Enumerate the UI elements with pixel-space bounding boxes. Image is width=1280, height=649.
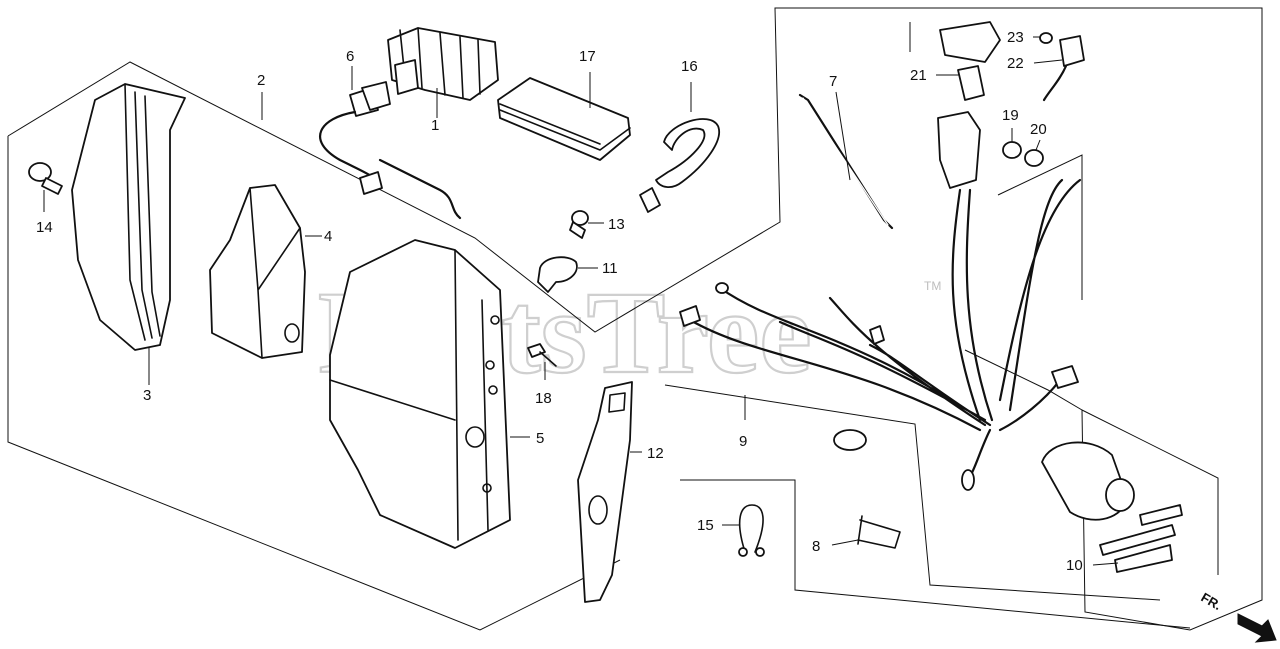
callout-23: 23 [1007, 29, 1024, 46]
callout-3: 3 [143, 387, 151, 404]
bolt-18 [527, 343, 557, 367]
band-16 [639, 118, 720, 213]
clip-15 [738, 504, 765, 557]
nut-19 [1002, 141, 1022, 159]
sub-harness [319, 81, 462, 220]
wire-group-outline [997, 154, 1083, 300]
plate-12 [577, 381, 633, 603]
main-harness [679, 178, 1082, 491]
group-outlines [7, 7, 1263, 631]
callout-17: 17 [579, 48, 596, 65]
callout-19: 19 [1002, 107, 1019, 124]
callout-12: 12 [647, 445, 664, 462]
harness-group-outline [664, 384, 1161, 601]
bracket-4 [209, 184, 306, 359]
front-arrow-icon [1237, 613, 1277, 643]
washer-23 [1039, 32, 1053, 44]
band-clamp-8 [857, 515, 901, 549]
clip-11 [537, 256, 578, 293]
callout-16: 16 [681, 58, 698, 75]
callout-22: 22 [1007, 55, 1024, 72]
clamp-13 [569, 210, 589, 239]
key-switch [1041, 441, 1183, 573]
callout-6: 6 [346, 48, 354, 65]
callout-5: 5 [536, 430, 544, 447]
wire-7 [798, 93, 894, 230]
callout-13: 13 [608, 216, 625, 233]
callout-7: 7 [829, 73, 837, 90]
callouts: 1 2 3 4 5 6 7 8 9 10 11 12 13 14 15 16 1… [36, 29, 1083, 574]
clip-group-outline [680, 479, 1191, 629]
callout-10: 10 [1066, 557, 1083, 574]
callout-8: 8 [812, 538, 820, 555]
watermark-trademark: TM [924, 279, 941, 293]
control-box-cover [71, 83, 186, 351]
screw-14 [28, 162, 63, 195]
callout-1: 1 [431, 117, 439, 134]
callout-15: 15 [697, 517, 714, 534]
leader-lines [43, 36, 1119, 566]
switch-group-outline [1081, 409, 1219, 575]
callout-20: 20 [1030, 121, 1047, 138]
left-group-outline [7, 136, 621, 631]
regulator [387, 27, 499, 101]
front-direction-marker: FR. [1199, 590, 1277, 643]
washer-20 [1024, 149, 1044, 167]
terminal-22 [1042, 35, 1085, 102]
front-label: FR. [1199, 590, 1225, 613]
callout-18: 18 [535, 390, 552, 407]
grommet [833, 429, 867, 451]
callout-21: 21 [910, 67, 927, 84]
callout-4: 4 [324, 228, 332, 245]
callout-14: 14 [36, 219, 53, 236]
callout-2: 2 [257, 72, 265, 89]
panel-17 [497, 77, 631, 161]
fuse-holder [937, 21, 1001, 189]
callout-9: 9 [739, 433, 747, 450]
control-box [329, 239, 511, 549]
callout-11: 11 [602, 260, 618, 277]
